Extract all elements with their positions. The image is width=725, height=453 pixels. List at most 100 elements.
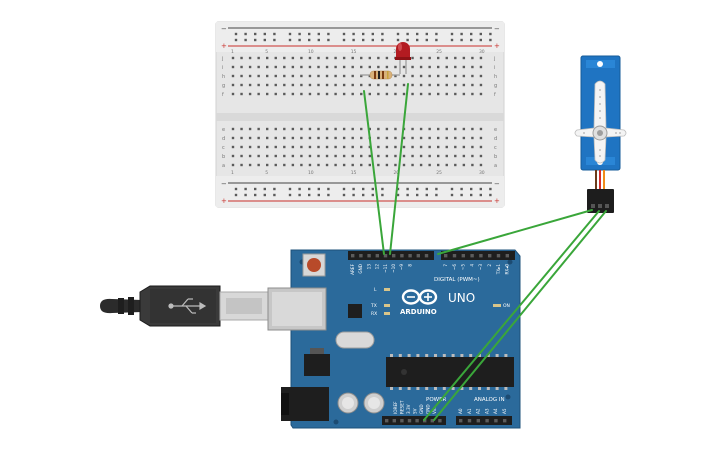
rail-hole[interactable] — [254, 187, 257, 191]
breadboard-hole[interactable] — [402, 163, 406, 167]
breadboard-hole[interactable] — [437, 65, 440, 69]
breadboard-hole[interactable] — [377, 65, 380, 69]
rail-hole[interactable] — [416, 38, 419, 42]
breadboard-hole[interactable] — [402, 154, 406, 158]
header-pin-socket[interactable] — [444, 254, 448, 258]
breadboard-hole[interactable] — [368, 127, 371, 131]
rail-hole[interactable] — [416, 193, 419, 197]
breadboard-hole[interactable] — [231, 83, 235, 87]
header-pin-socket[interactable] — [505, 254, 509, 258]
breadboard-hole[interactable] — [368, 154, 371, 158]
header-pin-socket[interactable] — [407, 419, 412, 423]
breadboard-hole[interactable] — [342, 127, 346, 131]
breadboard-hole[interactable] — [300, 74, 303, 78]
rail-hole[interactable] — [288, 38, 292, 42]
rail-hole[interactable] — [352, 187, 355, 191]
rail-hole[interactable] — [479, 187, 482, 191]
rail-hole[interactable] — [234, 187, 238, 191]
breadboard-hole[interactable] — [437, 163, 440, 167]
header-pin-socket[interactable] — [383, 254, 388, 258]
rail-hole[interactable] — [317, 38, 320, 42]
breadboard-hole[interactable] — [317, 154, 320, 158]
header-pin-socket[interactable] — [430, 419, 434, 423]
breadboard-hole[interactable] — [266, 163, 269, 167]
breadboard-hole[interactable] — [351, 163, 354, 167]
breadboard[interactable]: + + − − + + − − 115510101515202025253030… — [215, 21, 505, 208]
breadboard-hole[interactable] — [257, 127, 260, 131]
rail-hole[interactable] — [460, 32, 463, 36]
header-pin-socket[interactable] — [359, 254, 363, 258]
breadboard-hole[interactable] — [454, 163, 457, 167]
breadboard-hole[interactable] — [368, 83, 371, 87]
header-pin-socket[interactable] — [496, 254, 501, 258]
breadboard-hole[interactable] — [428, 83, 431, 87]
rail-hole[interactable] — [479, 193, 482, 197]
rail-hole[interactable] — [244, 32, 247, 36]
rail-hole[interactable] — [381, 38, 384, 42]
breadboard-hole[interactable] — [317, 65, 320, 69]
rail-hole[interactable] — [308, 193, 311, 197]
breadboard-hole[interactable] — [334, 127, 337, 131]
breadboard-hole[interactable] — [402, 92, 406, 96]
breadboard-hole[interactable] — [317, 127, 320, 131]
breadboard-hole[interactable] — [342, 83, 346, 87]
breadboard-hole[interactable] — [377, 83, 380, 87]
breadboard-hole[interactable] — [325, 145, 329, 149]
breadboard-hole[interactable] — [266, 127, 269, 131]
breadboard-hole[interactable] — [300, 154, 303, 158]
breadboard-hole[interactable] — [283, 127, 286, 131]
breadboard-hole[interactable] — [479, 74, 483, 78]
breadboard-hole[interactable] — [300, 56, 303, 60]
breadboard-hole[interactable] — [240, 163, 243, 167]
breadboard-hole[interactable] — [325, 136, 329, 140]
breadboard-hole[interactable] — [257, 163, 260, 167]
breadboard-hole[interactable] — [248, 163, 252, 167]
rail-hole[interactable] — [342, 193, 346, 197]
breadboard-hole[interactable] — [445, 56, 448, 60]
breadboard-hole[interactable] — [308, 83, 312, 87]
rail-hole[interactable] — [381, 187, 384, 191]
wires[interactable] — [363, 83, 607, 421]
rail-hole[interactable] — [489, 193, 492, 197]
breadboard-hole[interactable] — [334, 145, 337, 149]
usb-cable[interactable] — [100, 285, 269, 327]
breadboard-hole[interactable] — [360, 65, 363, 69]
breadboard-hole[interactable] — [300, 92, 303, 96]
breadboard-hole[interactable] — [231, 154, 235, 158]
breadboard-hole[interactable] — [479, 136, 483, 140]
breadboard-hole[interactable] — [257, 136, 260, 140]
breadboard-hole[interactable] — [248, 65, 252, 69]
breadboard-hole[interactable] — [351, 74, 354, 78]
rail-hole[interactable] — [317, 32, 320, 36]
rail-hole[interactable] — [381, 193, 384, 197]
breadboard-hole[interactable] — [274, 83, 277, 87]
breadboard-hole[interactable] — [274, 74, 277, 78]
rail-hole[interactable] — [371, 32, 374, 36]
breadboard-hole[interactable] — [419, 92, 423, 96]
breadboard-hole[interactable] — [437, 56, 440, 60]
breadboard-hole[interactable] — [428, 163, 431, 167]
breadboard-hole[interactable] — [411, 92, 414, 96]
breadboard-hole[interactable] — [462, 56, 466, 60]
breadboard-hole[interactable] — [462, 127, 466, 131]
rail-hole[interactable] — [327, 193, 330, 197]
rail-hole[interactable] — [435, 32, 438, 36]
breadboard-hole[interactable] — [419, 65, 423, 69]
breadboard-hole[interactable] — [248, 56, 252, 60]
breadboard-hole[interactable] — [360, 56, 363, 60]
breadboard-hole[interactable] — [462, 83, 466, 87]
breadboard-hole[interactable] — [325, 56, 329, 60]
breadboard-hole[interactable] — [300, 163, 303, 167]
rail-hole[interactable] — [327, 38, 330, 42]
breadboard-hole[interactable] — [437, 154, 440, 158]
breadboard-hole[interactable] — [419, 83, 423, 87]
header-pin-socket[interactable] — [467, 419, 472, 423]
header-pin-socket[interactable] — [438, 419, 442, 423]
breadboard-hole[interactable] — [437, 74, 440, 78]
breadboard-hole[interactable] — [317, 74, 320, 78]
breadboard-hole[interactable] — [454, 83, 457, 87]
breadboard-hole[interactable] — [394, 145, 397, 149]
breadboard-hole[interactable] — [437, 83, 440, 87]
breadboard-hole[interactable] — [325, 65, 329, 69]
rail-hole[interactable] — [317, 193, 320, 197]
